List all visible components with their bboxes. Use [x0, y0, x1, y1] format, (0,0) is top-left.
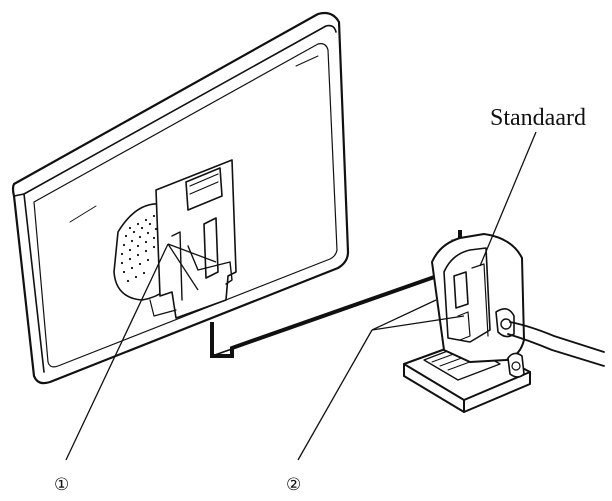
guide-line-thin — [211, 267, 461, 357]
callout-2-marker: ② — [286, 475, 301, 495]
leader-lines — [65, 131, 537, 461]
stand — [403, 233, 605, 413]
leader-2b — [371, 299, 437, 331]
leader-1b — [167, 243, 199, 291]
leader-1a — [65, 243, 169, 461]
callout-1-marker: ① — [54, 475, 69, 495]
callout-2-label: ② — [286, 475, 301, 495]
mount-hook — [187, 245, 233, 285]
leader-2a — [297, 329, 373, 461]
mount-rail-right — [203, 217, 219, 279]
monitor — [11, 11, 350, 385]
leader-2c — [371, 315, 465, 331]
stand-hinge — [495, 308, 515, 338]
leader-1c — [167, 243, 217, 263]
stand-slot — [453, 271, 469, 309]
mount-latch — [185, 167, 223, 211]
rear-mount-plate — [155, 159, 237, 319]
thumb-screw — [507, 352, 525, 378]
monitor-bezel-top — [23, 24, 337, 195]
stand-cable — [509, 321, 605, 353]
monitor-rear-rim — [33, 43, 338, 368]
stand-label: Standaard — [490, 105, 586, 131]
leader-stand — [479, 131, 537, 267]
mount-rail-left — [171, 231, 183, 301]
callout-1-label: ① — [54, 475, 69, 495]
